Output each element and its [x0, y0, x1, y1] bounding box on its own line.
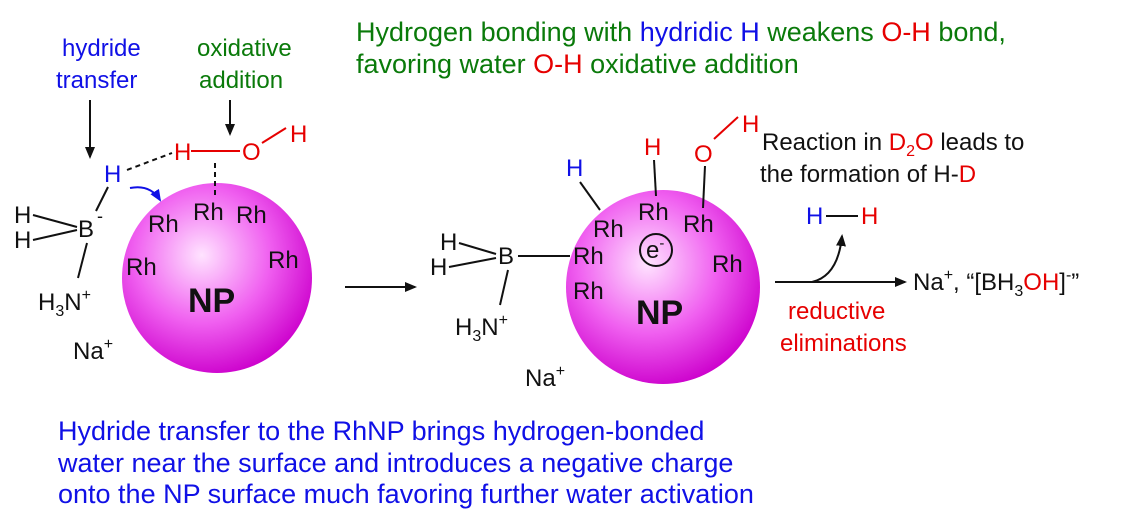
h-atom: H — [430, 254, 447, 281]
hydride-on-rh: H — [566, 155, 583, 182]
bottom-caption-line-2: water near the surface and introduces a … — [57, 448, 733, 478]
rh-atom: Rh — [148, 211, 179, 238]
nanoparticle-right — [566, 190, 760, 384]
bond — [32, 214, 78, 228]
top-caption-line-2: favoring water O-H oxidative addition — [356, 49, 799, 79]
water-oh-bond — [261, 127, 287, 144]
reductive-label-2: eliminations — [780, 330, 907, 357]
oxidative-label-2: addition — [199, 67, 283, 94]
bond — [579, 181, 601, 211]
top-caption-line-1: Hydrogen bonding with hydridic H weakens… — [356, 17, 1006, 47]
rh-atom: Rh — [683, 211, 714, 238]
sodium-ion: Na+ — [525, 363, 565, 392]
hydroxide-h: H — [742, 111, 759, 138]
hydride-label-2: transfer — [56, 67, 137, 94]
bond — [448, 257, 497, 268]
h-atom: H — [14, 227, 31, 254]
oxidative-label-1: oxidative — [197, 35, 292, 62]
h2-hydrogen-red: H — [861, 203, 878, 230]
hydridic-h: H — [104, 161, 121, 188]
rh-atom: Rh — [593, 216, 624, 243]
amine-group: H3N+ — [38, 287, 91, 320]
bond — [702, 165, 706, 209]
water-h: H — [174, 139, 191, 166]
amine-group: H3N+ — [455, 312, 508, 345]
rh-atom: Rh — [236, 202, 267, 229]
rh-atom: Rh — [126, 254, 157, 281]
d2o-note-line-2: the formation of H-D — [760, 161, 976, 188]
h-on-rh: H — [644, 134, 661, 161]
bond — [95, 186, 109, 212]
water-h: H — [290, 121, 307, 148]
bond — [32, 229, 78, 241]
hydroxide-o: O — [694, 141, 713, 168]
boron-atom: B — [78, 216, 94, 243]
np-label-right: NP — [636, 294, 683, 332]
h-atom: H — [14, 202, 31, 229]
hydride-label-1: hydride — [62, 35, 141, 62]
boron-atom: B — [498, 243, 514, 270]
nanoparticle-left — [122, 183, 312, 373]
h2-release-arrow — [811, 234, 846, 283]
minus-charge: - — [97, 206, 103, 226]
hydride-transfer-curved-arrow — [129, 186, 162, 202]
rh-atom: Rh — [638, 199, 669, 226]
hydrogen-bond-dash — [126, 152, 173, 171]
product-formula: Na+, “[BH3OH]-” — [913, 267, 1079, 300]
bottom-caption-line-1: Hydride transfer to the RhNP brings hydr… — [58, 416, 704, 446]
h2-hydrogen-blue: H — [806, 203, 823, 230]
reductive-label-1: reductive — [788, 298, 885, 325]
bond — [458, 242, 497, 255]
rh-atom: Rh — [712, 251, 743, 278]
bond — [77, 242, 88, 279]
h-atom: H — [440, 229, 457, 256]
water-o: O — [242, 139, 261, 166]
electron-circle — [639, 233, 673, 267]
electron-symbol: e- — [646, 235, 664, 264]
rh-atom: Rh — [573, 243, 604, 270]
bond — [499, 269, 509, 306]
bottom-caption-line-3: onto the NP surface much favoring furthe… — [58, 479, 754, 509]
np-label-left: NP — [188, 282, 235, 320]
sodium-ion: Na+ — [73, 336, 113, 365]
rh-atom: Rh — [573, 278, 604, 305]
d2o-note-line-1: Reaction in D2O leads to — [762, 129, 1024, 160]
rh-atom: Rh — [268, 247, 299, 274]
bond — [653, 159, 657, 197]
oh-bond — [713, 116, 739, 140]
rh-atom: Rh — [193, 199, 224, 226]
